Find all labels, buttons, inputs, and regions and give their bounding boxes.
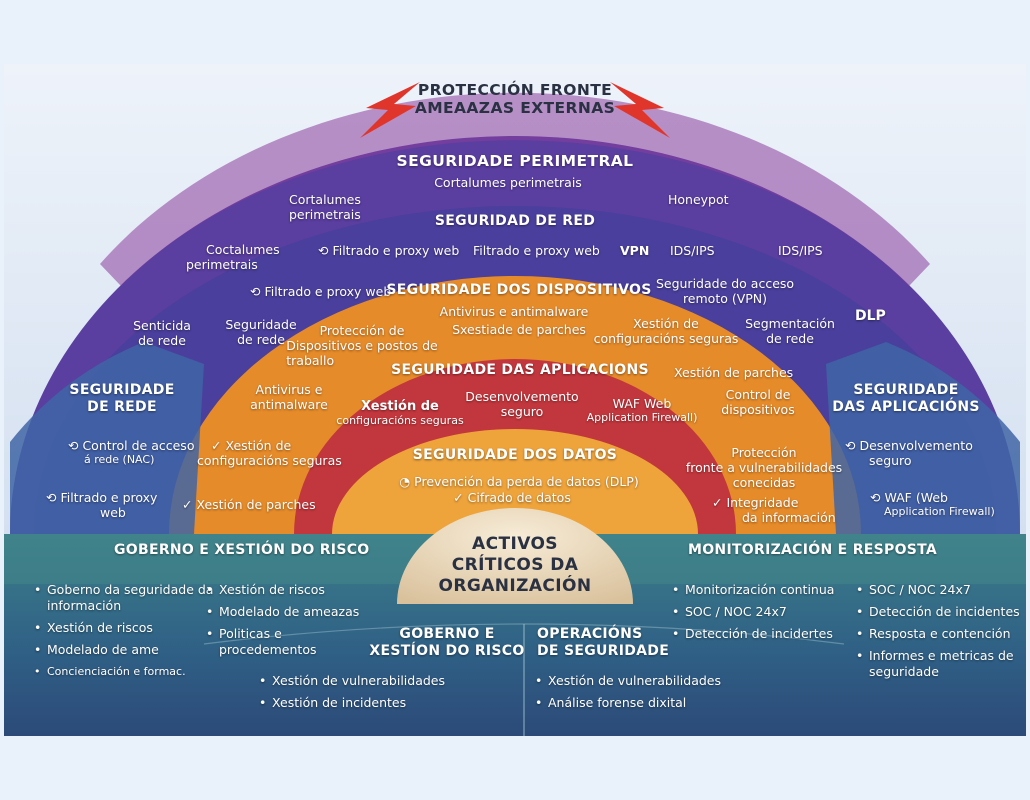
devices-config: Xestión de configuracións seguras (593, 316, 739, 346)
perimeter-honeypot: Honeypot (668, 192, 729, 207)
monitoring-list-2: SOC / NOC 24x7 Detección de incidentes R… (856, 582, 1024, 686)
list-item: SOC / NOC 24x7 (672, 604, 834, 620)
left-network-wedge (10, 342, 204, 534)
network-acceso-remoto: Seguridade do acceso remoto (VPN) (655, 276, 795, 306)
perimeter-title: SEGURIDADE PERIMETRAL (396, 152, 634, 170)
right-side-title: SEGURIDADE DAS APLICACIÓNS (832, 382, 980, 415)
data-dlp: ◔ Prevención da perda de datos (DLP) (399, 474, 639, 489)
network-filtrado-2: Filtrado e proxy web (473, 243, 600, 258)
devices-proteccion: Protección de Dispositivos e postos de t… (286, 323, 438, 368)
right-side-waf: ⟲ WAF (Web Application Firewall) (870, 490, 995, 518)
governance-title: GOBERNO E XESTIÓN DO RISCO (114, 542, 370, 558)
list-item: Xestión de incidentes (259, 695, 445, 711)
list-item: Resposta e contención (856, 626, 1024, 642)
network-senticida: Senticida de rede (133, 318, 191, 348)
list-item: Xestión de riscos (34, 620, 214, 636)
list-item: Modelado de ameazas (206, 604, 376, 620)
apps-band-waf: WAF Web Application Firewall) (586, 396, 698, 424)
critical-assets-dome (397, 508, 633, 604)
operations-sub-title: OPERACIÓNS DE SEGURIDADE (537, 626, 670, 659)
list-item: Detección de incidentes (856, 604, 1024, 620)
network-ids-2: IDS/IPS (778, 243, 823, 258)
list-item: Informes e metricas de seguridade (856, 648, 1024, 680)
devices-parches: Xestión de parches (674, 365, 794, 380)
list-item: Análise forense dixital (535, 695, 721, 711)
devices-control: Control de dispositivos (721, 387, 795, 417)
data-ring (332, 429, 698, 534)
governance-sub-list: Xestión de vulnerabilidades Xestión de i… (259, 673, 445, 717)
right-apps-wedge (826, 342, 1020, 534)
network-dlp: DLP (855, 308, 886, 324)
lightning-left-icon (360, 82, 420, 138)
left-side-title: SEGURIDADE DE REDE (69, 382, 175, 415)
list-item: Monitorización continua (672, 582, 834, 598)
list-item: Xestión de vulnerabilidades (259, 673, 445, 689)
apps-band-xestion: Xestión de configuracións seguras (336, 399, 464, 427)
network-filtrado-3: ⟲ Filtrado e proxy web (250, 284, 392, 299)
list-item: Modelado de ame (34, 642, 214, 658)
list-item: SOC / NOC 24x7 (856, 582, 1024, 598)
list-item: Detección de incidertes (672, 626, 834, 642)
data-parches: ✓ Xestión de parches (182, 497, 316, 512)
network-vpn: VPN (620, 243, 650, 258)
list-item: Concienciación e formac. (34, 664, 214, 680)
left-side-filtrado: ⟲ Filtrado e proxy web (46, 490, 158, 520)
monitoring-list-1: Monitorización continua SOC / NOC 24x7 D… (672, 582, 834, 648)
data-config: ✓ Xestión de configuracións seguras (197, 438, 342, 468)
devices-sxestion: Sxestiade de parches (452, 322, 586, 337)
lightning-right-icon (610, 82, 670, 138)
right-side-desenv: ⟲ Desenvolvemento seguro (845, 438, 973, 468)
security-layers-diagram: PROTECCIÓN FRONTE AMEAAZAS EXTERNAS SEGU… (4, 64, 1026, 736)
data-title: SEGURIDADE DOS DATOS (412, 447, 618, 463)
perimeter-top-item: Cortalumes perimetrais (434, 175, 582, 190)
devices-antivirus-1: Antivirus e antimalware (439, 304, 589, 319)
operations-sub-list: Xestión de vulnerabilidades Análise fore… (535, 673, 721, 717)
devices-antivirus-2: Antivirus e antimalware (250, 382, 328, 412)
threat-title: PROTECCIÓN FRONTE AMEAAZAS EXTERNAS (414, 81, 616, 117)
governance-list-1: Goberno da seguridade da información Xes… (34, 582, 214, 686)
governance-sub-title: GOBERNO E XESTÍON DO RISCO (369, 626, 525, 659)
monitoring-title: MONITORIZACIÓN E RESPOSTA (688, 542, 938, 558)
network-filtrado-1: ⟲ Filtrado e proxy web (318, 243, 460, 258)
perimeter-left-item: Cortalumes perimetrais (289, 192, 361, 222)
network-segmentacion: Segmentación de rede (745, 316, 835, 346)
network-title: SEGURIDAD DE RED (434, 213, 596, 229)
data-cifrado: ✓ Cifrado de datos (453, 490, 571, 505)
governance-list-2: Xestión de riscos Modelado de ameazas Po… (206, 582, 376, 664)
diagram-graphics (4, 64, 1026, 736)
critical-assets-label: ACTIVOS CRÍTICOS DA ORGANIZACIÓN (438, 534, 592, 596)
apps-band-title: SEGURIDADE DAS APLICACIONS (391, 362, 649, 378)
network-segred: Seguridade de rede (225, 317, 297, 347)
left-side-nac: ⟲ Control de acceso á rede (NAC) (68, 438, 195, 466)
data-proteccion: Protección fronte a vulnerabilidades con… (685, 445, 843, 490)
devices-title: SEGURIDADE DOS DISPOSITIVOS (386, 282, 652, 298)
list-item: Goberno da seguridade da información (34, 582, 214, 614)
apps-band-desenv: Desenvolvemento seguro (465, 389, 579, 419)
network-coctalumes: Coctalumes perimetrais (186, 242, 280, 272)
list-item: Politicas e procedementos (206, 626, 376, 658)
list-item: Xestión de riscos (206, 582, 376, 598)
network-ids-1: IDS/IPS (670, 243, 715, 258)
data-integridade: ✓ Integridade da información (712, 495, 836, 525)
list-item: Xestión de vulnerabilidades (535, 673, 721, 689)
